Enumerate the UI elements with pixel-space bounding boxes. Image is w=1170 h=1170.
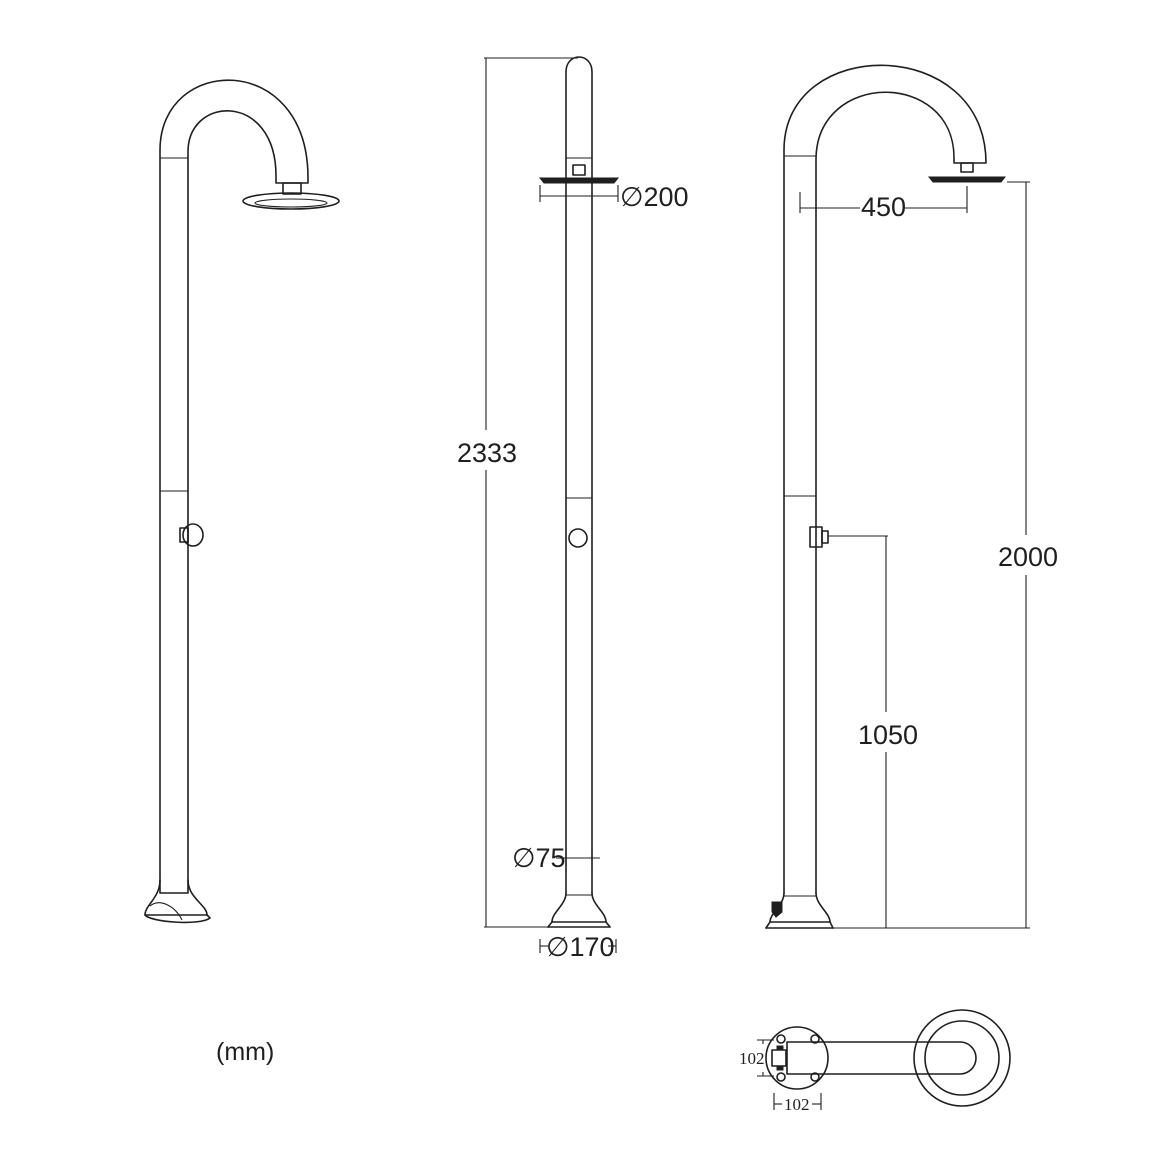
view-top: 102 102 [739, 1009, 1011, 1114]
top-arm [786, 1041, 977, 1075]
dim-mount-width: 102 [784, 1095, 810, 1114]
front-shower-head [538, 177, 620, 184]
top-head-inner [924, 1020, 1000, 1096]
dim-valve-height: 1050 [858, 720, 918, 750]
view-side-left [144, 79, 340, 924]
view-side-right: 450 2000 1050 [765, 64, 1058, 929]
dim-pipe-diameter: ∅75 [512, 843, 566, 873]
front-valve [568, 528, 588, 548]
shower-head-connector [282, 182, 302, 195]
pipe-base-flare [144, 879, 208, 916]
view-front: ∅200 2333 ∅75 ∅170 [457, 56, 689, 962]
gooseneck-pipe [159, 79, 309, 894]
dim-base-diameter: ∅170 [546, 932, 615, 962]
dim-shower-head-diameter: ∅200 [620, 182, 689, 212]
top-head-outer [913, 1009, 1011, 1107]
top-base-disc [765, 1026, 829, 1090]
dim-total-height: 2333 [457, 438, 517, 468]
base-plate [144, 914, 211, 924]
unit-label: (mm) [216, 1038, 274, 1066]
front-pipe [565, 56, 593, 894]
valve-knob [182, 523, 204, 547]
dim-arm-reach: 450 [861, 192, 906, 222]
shower-head [242, 192, 340, 210]
side-gooseneck-pipe [783, 64, 987, 894]
dim-head-height: 2000 [998, 542, 1058, 572]
front-base [551, 892, 607, 923]
side-shower-head [927, 176, 1007, 183]
dim-mount-height: 102 [739, 1049, 765, 1068]
